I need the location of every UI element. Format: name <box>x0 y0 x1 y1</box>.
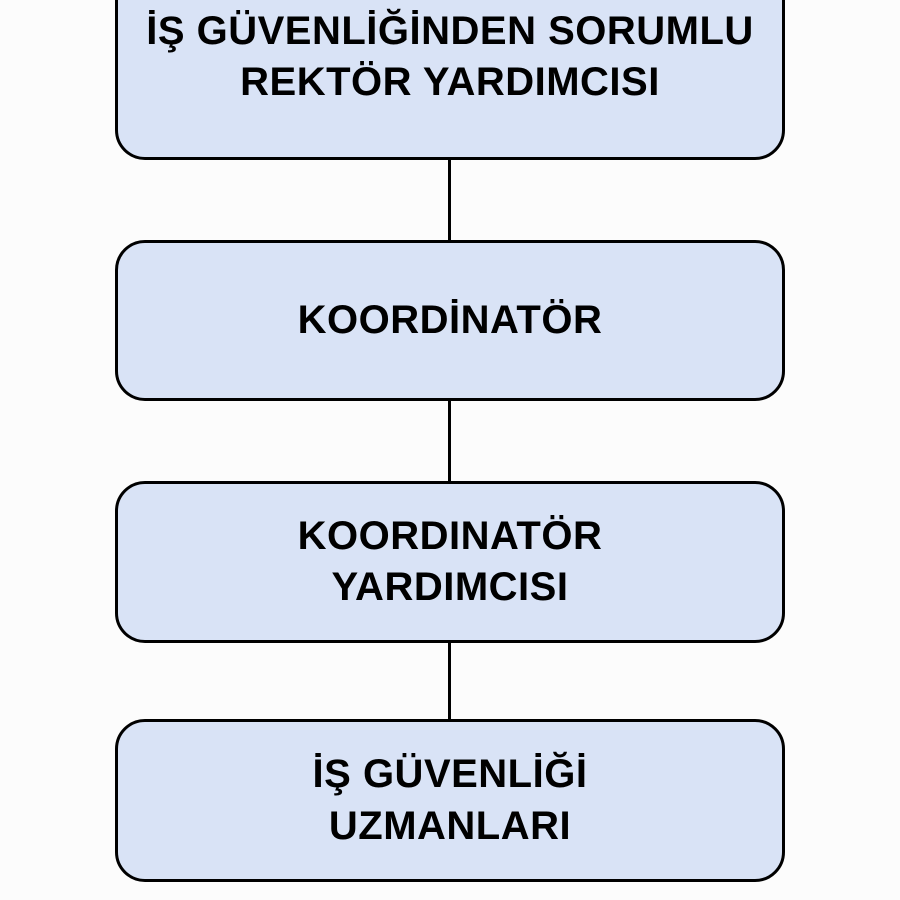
connector-line-3 <box>448 635 451 730</box>
node-label-rektor-yardimcisi: İŞ GÜVENLİĞİNDEN SORUMLU REKTÖR YARDIMCI… <box>146 8 754 104</box>
connector-line-2 <box>448 395 451 490</box>
node-is-guvenligi-uzmanlari: İŞ GÜVENLİĞİ UZMANLARI <box>115 719 785 882</box>
node-rektor-yardimcisi: İŞ GÜVENLİĞİNDEN SORUMLU REKTÖR YARDIMCI… <box>115 0 785 160</box>
connector-line-1 <box>448 150 451 250</box>
node-koordinator: KOORDİNATÖR <box>115 240 785 401</box>
node-label-koordinator: KOORDİNATÖR <box>297 297 603 342</box>
node-label-is-guvenligi-uzmanlari: İŞ GÜVENLİĞİ UZMANLARI <box>312 752 588 848</box>
node-koordinator-yardimcisi: KOORDINATÖR YARDIMCISI <box>115 481 785 643</box>
node-label-koordinator-yardimcisi: KOORDINATÖR YARDIMCISI <box>297 513 603 609</box>
